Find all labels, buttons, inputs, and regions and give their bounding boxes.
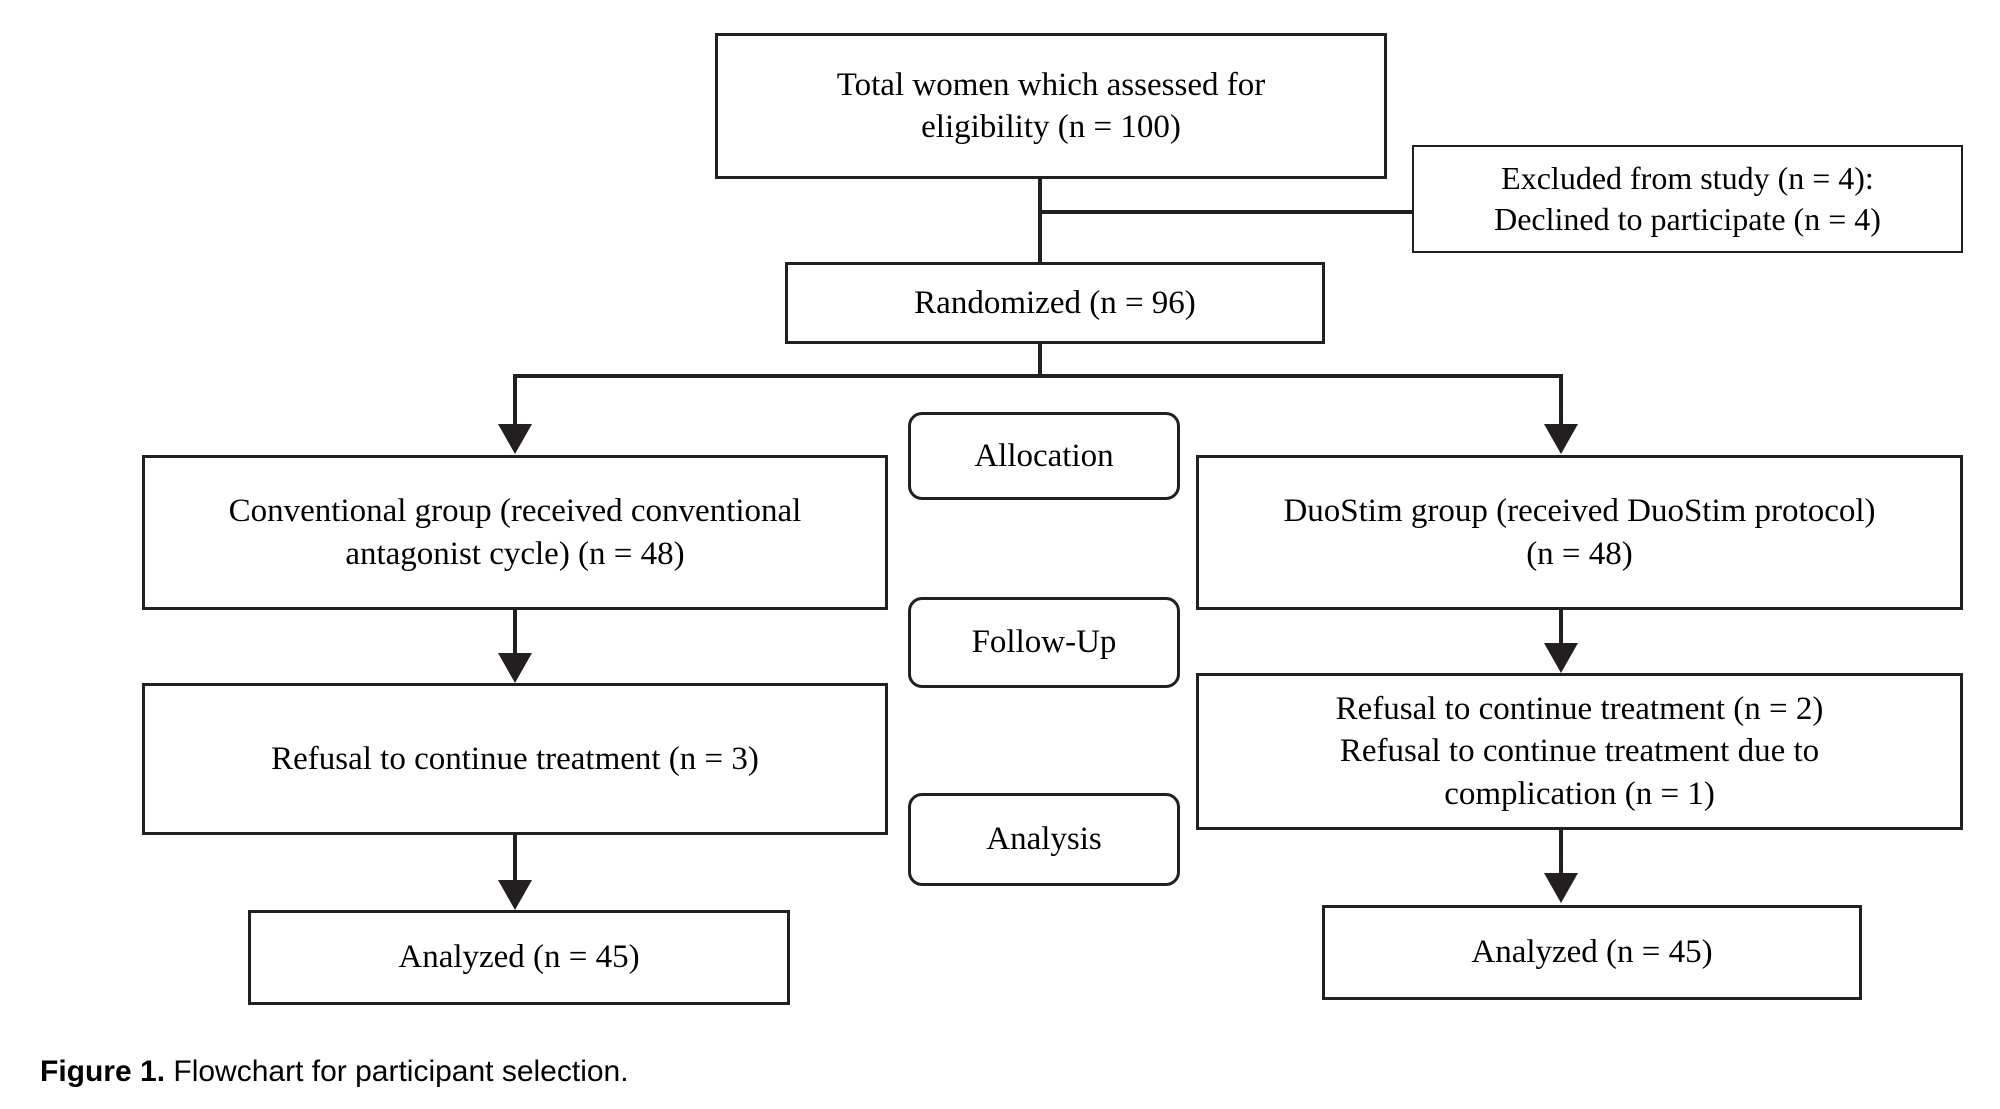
node-duostim-followup-line1: Refusal to continue treatment (n = 2) <box>1335 691 1824 728</box>
connector-enrollment-to-randomized <box>1038 177 1042 265</box>
node-duostim-analyzed-line1: Analyzed (n = 45) <box>1471 934 1713 971</box>
stage-label-followup: Follow-Up <box>908 597 1180 688</box>
node-conventional-line2: antagonist cycle) (n = 48) <box>345 535 685 572</box>
node-duostim-group: DuoStim group (received DuoStim protocol… <box>1196 455 1963 610</box>
arrowhead-to-duostim <box>1544 424 1578 454</box>
arrowhead-conventional-analyzed <box>498 880 532 910</box>
node-conventional-followup-line1: Refusal to continue treatment (n = 3) <box>271 740 759 777</box>
node-conventional-analyzed: Analyzed (n = 45) <box>248 910 790 1005</box>
connector-randomized-to-duostim <box>1559 374 1563 426</box>
arrowhead-to-conventional <box>498 424 532 454</box>
node-duostim-line2: (n = 48) <box>1526 535 1633 572</box>
node-duostim-analyzed: Analyzed (n = 45) <box>1322 905 1862 1000</box>
figure-caption: Figure 1. Flowchart for participant sele… <box>40 1055 629 1089</box>
node-conventional-followup: Refusal to continue treatment (n = 3) <box>142 683 888 835</box>
stage-allocation-text: Allocation <box>974 437 1114 474</box>
node-conventional-line1: Conventional group (received conventiona… <box>228 493 802 530</box>
node-randomized-line1: Randomized (n = 96) <box>914 284 1196 321</box>
connector-enrollment-to-excluded <box>1038 210 1416 214</box>
figure-caption-text: Flowchart for participant selection. <box>173 1055 629 1088</box>
node-randomized: Randomized (n = 96) <box>785 262 1325 344</box>
connector-duostim-to-followup <box>1559 610 1563 648</box>
node-conventional-group: Conventional group (received conventiona… <box>142 455 888 610</box>
node-enrollment: Total women which assessed for eligibili… <box>715 33 1387 179</box>
figure-caption-label: Figure 1. <box>40 1055 166 1088</box>
stage-analysis-text: Analysis <box>986 821 1102 857</box>
node-conventional-analyzed-line1: Analyzed (n = 45) <box>398 939 640 976</box>
connector-randomized-split <box>513 374 1563 378</box>
node-excluded-line2: Declined to participate (n = 4) <box>1494 201 1881 237</box>
node-enrollment-line2: eligibility (n = 100) <box>921 109 1181 145</box>
node-duostim-followup-line3: complication (n = 1) <box>1444 775 1715 812</box>
node-excluded-line1: Excluded from study (n = 4): <box>1501 160 1874 197</box>
node-duostim-line1: DuoStim group (received DuoStim protocol… <box>1283 493 1876 530</box>
connector-randomized-to-conventional <box>513 374 517 426</box>
node-excluded: Excluded from study (n = 4): Declined to… <box>1412 145 1963 253</box>
node-duostim-followup-line2: Refusal to continue treatment due to <box>1339 733 1820 770</box>
arrowhead-conventional-followup <box>498 653 532 683</box>
connector-randomized-stem <box>1038 344 1042 378</box>
node-enrollment-line1: Total women which assessed for <box>836 66 1266 103</box>
arrowhead-duostim-followup <box>1544 643 1578 673</box>
stage-label-allocation: Allocation <box>908 412 1180 500</box>
connector-conventional-to-analyzed <box>513 835 517 883</box>
stage-followup-text: Follow-Up <box>971 624 1117 660</box>
connector-duostim-to-analyzed <box>1559 830 1563 876</box>
arrowhead-duostim-analyzed <box>1544 873 1578 903</box>
node-duostim-followup: Refusal to continue treatment (n = 2) Re… <box>1196 673 1963 830</box>
stage-label-analysis: Analysis <box>908 793 1180 886</box>
connector-conventional-to-followup <box>513 610 517 658</box>
